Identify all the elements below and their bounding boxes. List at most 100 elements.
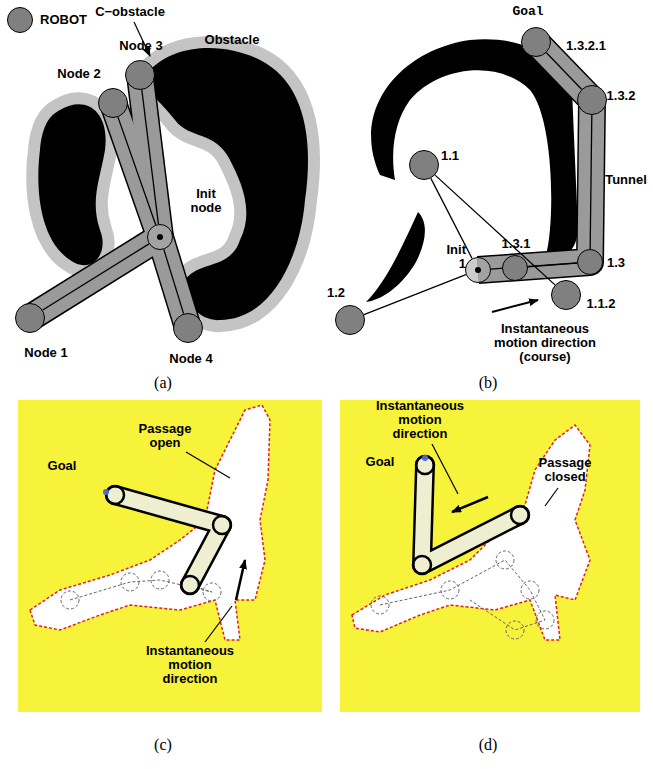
drawing-part: [422, 465, 520, 565]
robot-circle: Node 3: [125, 60, 155, 90]
drawing-part: [478, 42, 592, 270]
drawing-part: [496, 551, 514, 569]
drawing-part: [545, 488, 558, 506]
drawing-part: [478, 42, 592, 270]
callout-label: Passage closed: [535, 456, 595, 484]
drawing-part: [205, 606, 232, 642]
node-label: Node 1: [24, 346, 67, 360]
drawing-part: [115, 495, 222, 585]
tree-edge: [435, 175, 555, 285]
drawing-part: [380, 560, 545, 630]
trajectory: [371, 551, 554, 639]
drawing-part: [30, 237, 160, 318]
leader-line: [432, 444, 558, 512]
drawing-part: [212, 50, 226, 74]
node-label: 1.3.1: [502, 237, 531, 251]
robot-circle: 1.3.1: [502, 255, 528, 281]
robot-circle: Node 4: [173, 313, 203, 343]
goal-marker: [103, 489, 109, 495]
panel-label: (a): [154, 374, 172, 392]
node-label: Init 1: [436, 243, 466, 271]
callout-label: Goal: [366, 455, 395, 469]
legend-text: ROBOT: [40, 13, 87, 27]
node-label: Init node: [186, 187, 226, 215]
tree-edge: [546, 53, 581, 89]
drawing-part: [416, 456, 434, 474]
drawing-part: [30, 75, 188, 328]
callout-label: Passage open: [136, 422, 194, 450]
drawing-part: [115, 495, 222, 585]
node-label: 1.1.2: [587, 297, 616, 311]
map-ground: [340, 400, 640, 712]
goal-marker: [422, 455, 428, 461]
panel-label: (c): [154, 736, 172, 754]
robot-circle: Init node: [147, 224, 173, 250]
drawing-part: [30, 237, 160, 318]
node-label: Node 4: [169, 352, 212, 366]
tree-edge: [364, 275, 466, 315]
robot-circle: Node 1: [15, 303, 45, 333]
callout-label: Obstacle: [205, 33, 260, 47]
drawing-part: [432, 444, 458, 494]
callout-label: Instantaneous motion direction: [141, 644, 239, 686]
node-label: 1.2: [327, 286, 345, 300]
callout-label: Instantaneous motion direction: [371, 399, 469, 441]
tree-edge: [142, 90, 159, 224]
callout-label: Tunnel: [605, 173, 647, 187]
legend-swatch: [7, 7, 33, 33]
drawing-part: [30, 75, 188, 328]
drawing-part: [366, 212, 425, 302]
callout-label: Instantaneous motion direction (course): [486, 322, 604, 364]
robot-circle: 1.1: [409, 150, 439, 180]
callout-label: Goal: [512, 5, 543, 19]
robot-circle: 1.3.2: [577, 85, 607, 115]
drawing-part: [186, 452, 230, 478]
node-label: Node 3: [119, 39, 162, 53]
drawing-part: [106, 486, 124, 504]
tree-edge: [528, 263, 577, 267]
leader-line: [186, 452, 245, 642]
drawing-part: [213, 516, 231, 534]
drawing-part: [38, 104, 105, 265]
drawing-part: [422, 465, 520, 565]
drawing-part: [236, 560, 245, 600]
robot-circle: 1.2: [335, 305, 365, 335]
drawing-part: [506, 621, 524, 639]
node-label: 1.3.2.1: [566, 39, 606, 53]
node-label: 1.1: [441, 149, 459, 163]
tree-edge: [590, 115, 592, 249]
tunnel: [30, 75, 188, 328]
robot-circle: Init 1: [465, 257, 491, 283]
robot-circle: 1.1.2: [551, 280, 581, 310]
callout-label: C−obstacle: [95, 5, 165, 19]
robot-circle: Node 2: [98, 88, 128, 118]
node-label: 1.3: [607, 256, 625, 270]
map-ground: [18, 400, 322, 712]
drawing-part: [413, 556, 431, 574]
tunnel: [478, 42, 592, 270]
tree-edge: [43, 244, 149, 310]
drawing-part: [521, 581, 539, 599]
robot-circle: 1.3: [577, 249, 603, 275]
tree-edge: [118, 117, 156, 225]
drawing-part: [181, 576, 199, 594]
free-space: [30, 405, 270, 640]
tunnel-capsule: [413, 456, 529, 574]
drawing-part: [452, 497, 488, 512]
tunnel-capsule: [106, 486, 231, 594]
tree-edge: [164, 249, 184, 313]
panel-label: (b): [479, 374, 498, 392]
center-dot: [475, 267, 481, 273]
robot-circle: 1.3.2.1: [521, 27, 551, 57]
node-label: 1.3.2: [607, 89, 636, 103]
drawing-part: [140, 75, 160, 237]
motion-arrow: [492, 300, 538, 312]
panel-label: (d): [479, 736, 498, 754]
drawing-part: [38, 104, 105, 265]
drawing-part: [511, 506, 529, 524]
node-label: Node 2: [57, 67, 100, 81]
callout-label: Goal: [48, 459, 77, 473]
